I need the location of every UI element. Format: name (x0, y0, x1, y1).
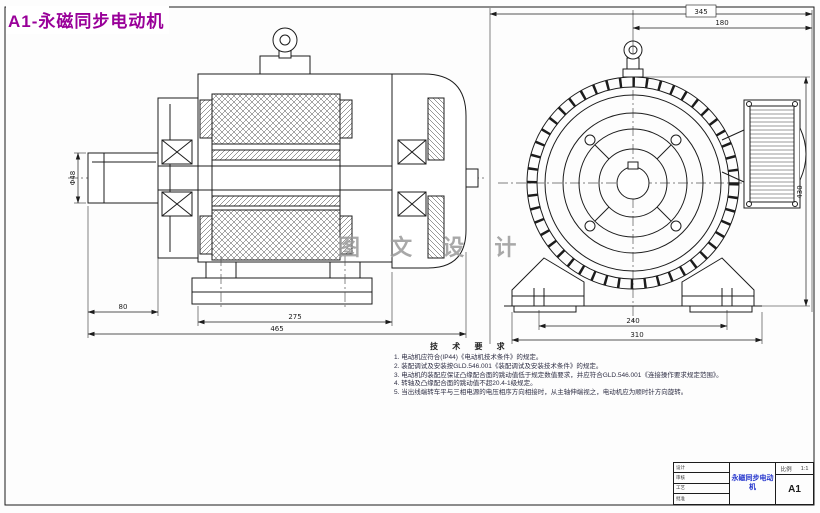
tech-requirement-item: 2. 装配调试及安装按GLD.546.001《装配调试及安装技术条件》的规定。 (394, 362, 603, 370)
right-view-end (498, 40, 807, 324)
keyway (627, 161, 639, 170)
title-block-signature-table: 设计 审核 工艺 批准 (674, 463, 730, 504)
shaft-end (87, 152, 159, 204)
dim-label-shaft-length: 80 (119, 303, 128, 311)
dim-label-frame-length: 275 (288, 313, 301, 321)
bolt-hole (584, 134, 596, 146)
scale-value: 1:1 (800, 465, 809, 472)
fan-blades-bottom (427, 195, 445, 259)
tech-requirements-heading: 技 术 要 求 (430, 342, 511, 351)
left-view-cross-section (68, 27, 484, 310)
terminal-box (721, 99, 807, 209)
technical-requirements: 技 术 要 求 1. 电动机应符合(IP44)《电动机技术条件》的规定。 2. … (394, 341, 746, 398)
mounting-feet-front (504, 257, 762, 313)
bolt-hole (584, 220, 596, 232)
rotor-magnet-bottom (211, 195, 341, 207)
tech-requirement-item: 4. 转轴及凸缘配合面的跳动值不超20.4-1级规定。 (394, 380, 537, 388)
dim-label-bolt-span: 240 (626, 317, 639, 325)
left-end-bell (157, 97, 199, 259)
bolt-hole (670, 134, 682, 146)
scale-label: 比例 (780, 466, 792, 473)
rear-shaft-stub (465, 168, 479, 188)
bolt-hole (670, 220, 682, 232)
sheet-frame (4, 6, 815, 506)
tech-requirement-item: 1. 电动机应符合(IP44)《电动机技术条件》的规定。 (394, 354, 543, 361)
dim-label-height: 430 (796, 185, 804, 198)
title-block-row: 审核 (674, 473, 729, 484)
title-block-right: 比例 1:1 A1 (776, 463, 813, 504)
tech-requirement-item: 5. 当出线端转车平与三相电源的电压相序方向相接时，从主轴伸端视之，电动机应为顺… (394, 389, 688, 397)
title-block-row: 批准 (676, 495, 685, 501)
fan-blades-top (427, 97, 445, 161)
page-title: A1-永磁同步电动机 (6, 6, 170, 34)
title-block-row: 设计 (674, 463, 729, 474)
end-shield (544, 94, 722, 272)
dim-label-top-total: 345 (694, 8, 707, 16)
eyebolt (259, 27, 311, 75)
fan-cowl (391, 73, 479, 269)
rotor-magnet-top (211, 149, 341, 161)
title-block-row: 工艺 (674, 484, 729, 494)
stator-frame (158, 73, 450, 263)
title-block-scale-row: 比例 1:1 (776, 463, 813, 475)
title-block: 设计 审核 工艺 批准 永磁同步电动机 比例 1:1 A1 (673, 462, 814, 505)
watermark-text: 图 文 设 计 (338, 235, 529, 260)
dim-label-shaft-diameter: Φ48 (69, 171, 77, 185)
stator-core-top (211, 93, 341, 145)
tech-requirement-item: 3. 电动机的装配应保证凸缘配合面的跳动值低于规定数值要求，并应符合GLD.54… (394, 371, 723, 379)
dim-label-top-half: 180 (715, 19, 728, 27)
stator-core-bottom (211, 209, 341, 261)
dim-label-total-length: 465 (270, 325, 283, 333)
dim-label-base-width: 310 (630, 331, 643, 339)
mounting-base (191, 256, 373, 310)
sheet-size-code: A1 (788, 484, 801, 495)
dimension-layer: 80 275 465 Φ48 345 180 430 240 (69, 4, 813, 344)
title-block-part-name: 永磁同步电动机 (730, 463, 776, 504)
